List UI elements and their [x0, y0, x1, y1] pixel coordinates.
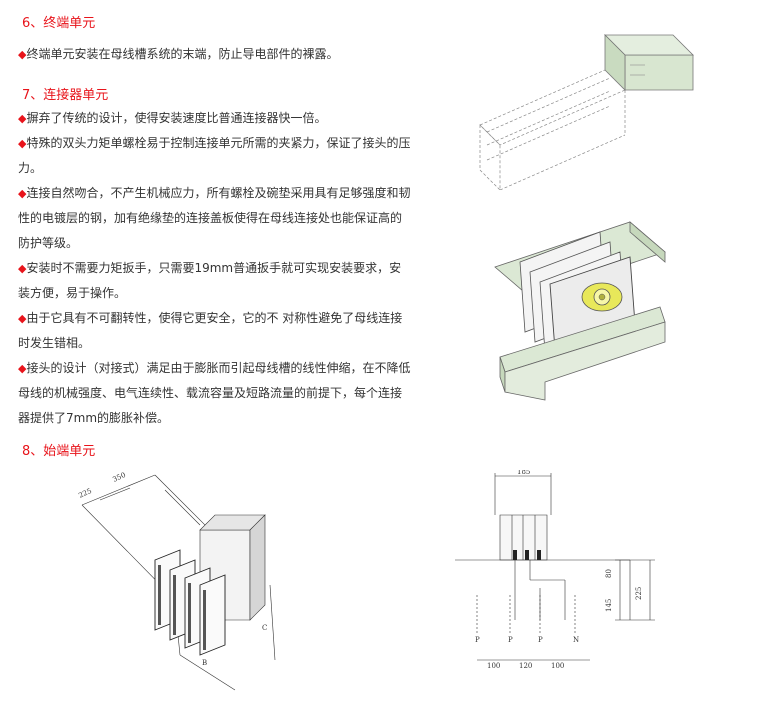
bullet-icon: ◆ — [18, 48, 27, 61]
paragraph-text: 终端单元安装在母线槽系统的末端，防止导电部件的裸露。 — [26, 47, 339, 61]
start-unit-front-drawing: 185 P P P N 100 120 100 80 145 225 — [455, 470, 655, 670]
paragraph-text: 连接自然吻合，不产生机械应力，所有螺栓及碗垫采用具有足够强度和韧性的电镀层的钢，… — [18, 186, 411, 250]
bullet-icon: ◆ — [18, 112, 27, 125]
paragraph: ◆连接自然吻合，不产生机械应力，所有螺栓及碗垫采用具有足够强度和韧性的电镀层的钢… — [18, 181, 413, 256]
phase-label: P — [538, 636, 543, 644]
paragraph: ◆安装时不需要力矩扳手，只需要19mm普通扳手就可实现安装要求，安装方便，易于操… — [18, 256, 413, 306]
bullet-icon: ◆ — [18, 362, 27, 375]
section-heading-start-unit: 8、始端单元 — [22, 444, 96, 459]
bullet-icon: ◆ — [18, 312, 27, 325]
section-heading-terminal-unit: 6、终端单元 — [22, 16, 96, 31]
dim-label: 120 — [519, 662, 532, 670]
phase-label: P — [475, 636, 480, 644]
dim-label: 100 — [487, 662, 500, 670]
paragraph-text: 接头的设计（对接式）满足由于膨胀而引起母线槽的线性伸缩，在不降低母线的机械强度、… — [18, 361, 411, 425]
paragraph: ◆终端单元安装在母线槽系统的末端，防止导电部件的裸露。 — [18, 42, 413, 67]
dim-label: 225 — [77, 487, 93, 500]
dim-label: 145 — [605, 599, 613, 612]
phase-label: P — [508, 636, 513, 644]
paragraph: ◆摒弃了传统的设计，使得安装速度比普通连接器快一倍。 — [18, 106, 413, 131]
section-heading-connector-unit: 7、连接器单元 — [22, 88, 109, 103]
dim-label: 185 — [517, 470, 530, 476]
paragraph: ◆接头的设计（对接式）满足由于膨胀而引起母线槽的线性伸缩，在不降低母线的机械强度… — [18, 356, 413, 431]
paragraph: ◆特殊的双头力矩单螺栓易于控制连接单元所需的夹紧力，保证了接头的压力。 — [18, 131, 413, 181]
bullet-icon: ◆ — [18, 137, 27, 150]
paragraph-text: 安装时不需要力矩扳手，只需要19mm普通扳手就可实现安装要求，安装方便，易于操作… — [18, 261, 402, 300]
bullet-icon: ◆ — [18, 187, 27, 200]
phase-label: N — [573, 636, 579, 644]
bullet-icon: ◆ — [18, 262, 27, 275]
dim-label: 100 — [551, 662, 564, 670]
paragraph-text: 摒弃了传统的设计，使得安装速度比普通连接器快一倍。 — [26, 111, 327, 125]
dim-label: B — [202, 659, 207, 667]
paragraph: ◆由于它具有不可翻转性，使得它更安全，它的不 对称性避免了母线连接时发生错相。 — [18, 306, 413, 356]
terminal-unit-illustration — [479, 34, 694, 190]
paragraph-text: 特殊的双头力矩单螺栓易于控制连接单元所需的夹紧力，保证了接头的压力。 — [18, 136, 411, 175]
dim-label: 350 — [111, 471, 127, 484]
paragraph-text: 由于它具有不可翻转性，使得它更安全，它的不 对称性避免了母线连接时发生错相。 — [18, 311, 403, 350]
dim-label: C — [262, 624, 267, 632]
dim-label: 225 — [635, 587, 643, 600]
connector-unit-illustration — [494, 221, 666, 401]
start-unit-iso-drawing: 225 350 C B — [77, 471, 276, 691]
dim-label: 80 — [605, 569, 613, 578]
